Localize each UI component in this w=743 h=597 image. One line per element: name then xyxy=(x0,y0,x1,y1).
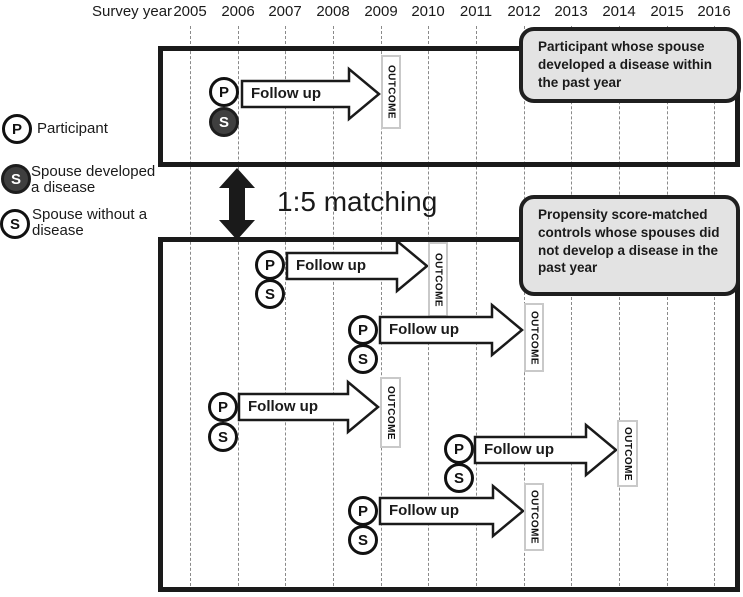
follow-up-label: Follow up xyxy=(251,85,321,102)
exposed-spouse-circle: S xyxy=(209,107,239,137)
timeline-axis-label: Survey year xyxy=(92,3,173,20)
gridline-2013 xyxy=(571,26,572,591)
year-label-2007: 2007 xyxy=(268,3,302,20)
exposed-panel-box xyxy=(158,46,740,167)
outcome-box: OUTCOME xyxy=(524,303,544,372)
spouse-circle: S xyxy=(255,279,285,309)
outcome-box: OUTCOME xyxy=(524,483,544,551)
follow-up-label: Follow up xyxy=(296,257,366,274)
follow-up-arrow xyxy=(237,379,380,435)
matching-double-arrow-icon xyxy=(219,168,255,240)
year-label-2008: 2008 xyxy=(316,3,350,20)
legend-spouse-no-disease-symbol: S xyxy=(0,209,30,239)
participant-circle: P xyxy=(348,496,378,526)
spouse-circle: S xyxy=(348,525,378,555)
gridline-2014 xyxy=(619,26,620,591)
year-label-2012: 2012 xyxy=(507,3,541,20)
gridline-2011 xyxy=(476,26,477,591)
year-label-2013: 2013 xyxy=(554,3,588,20)
follow-up-label: Follow up xyxy=(389,321,459,338)
gridline-2016 xyxy=(714,26,715,591)
year-label-2016: 2016 xyxy=(697,3,731,20)
exposed-participant-circle: P xyxy=(209,77,239,107)
participant-circle: P xyxy=(208,392,238,422)
year-label-2011: 2011 xyxy=(459,3,493,20)
year-label-2010: 2010 xyxy=(411,3,445,20)
follow-up-arrow xyxy=(378,302,524,358)
gridline-2009 xyxy=(381,26,382,591)
outcome-box: OUTCOME xyxy=(381,55,401,129)
participant-circle: P xyxy=(255,250,285,280)
follow-up-arrow xyxy=(240,66,381,122)
gridline-2015 xyxy=(667,26,668,591)
gridline-2008 xyxy=(333,26,334,591)
gridline-2007 xyxy=(285,26,286,591)
gridline-2005 xyxy=(190,26,191,591)
legend-spouse-disease-symbol: S xyxy=(1,164,31,194)
follow-up-label: Follow up xyxy=(484,441,554,458)
exposed-callout: Participant whose spouse developed a dis… xyxy=(519,27,741,103)
matching-ratio-label: 1:5 matching xyxy=(277,186,438,217)
follow-up-label: Follow up xyxy=(389,502,459,519)
outcome-box: OUTCOME xyxy=(617,420,638,487)
year-label-2015: 2015 xyxy=(650,3,684,20)
year-label-2014: 2014 xyxy=(602,3,636,20)
controls-panel-box xyxy=(158,237,740,592)
legend-spouse-disease-label: Spouse developed a disease xyxy=(31,163,156,196)
spouse-circle: S xyxy=(208,422,238,452)
gridline-2006 xyxy=(238,26,239,591)
follow-up-arrow xyxy=(378,483,525,539)
follow-up-arrow xyxy=(285,238,429,294)
follow-up-label: Follow up xyxy=(248,398,318,415)
legend-participant-label: Participant xyxy=(37,120,108,137)
year-label-2006: 2006 xyxy=(221,3,255,20)
outcome-box: OUTCOME xyxy=(380,377,401,448)
participant-circle: P xyxy=(444,434,474,464)
controls-callout: Propensity score-matched controls whose … xyxy=(519,195,740,296)
spouse-circle: S xyxy=(348,344,378,374)
spouse-circle: S xyxy=(444,463,474,493)
year-label-2009: 2009 xyxy=(364,3,398,20)
legend-spouse-no-disease-label: Spouse without a disease xyxy=(32,206,148,239)
year-label-2005: 2005 xyxy=(173,3,207,20)
participant-circle: P xyxy=(348,315,378,345)
follow-up-arrow xyxy=(473,422,618,478)
legend-participant-symbol: P xyxy=(2,114,32,144)
